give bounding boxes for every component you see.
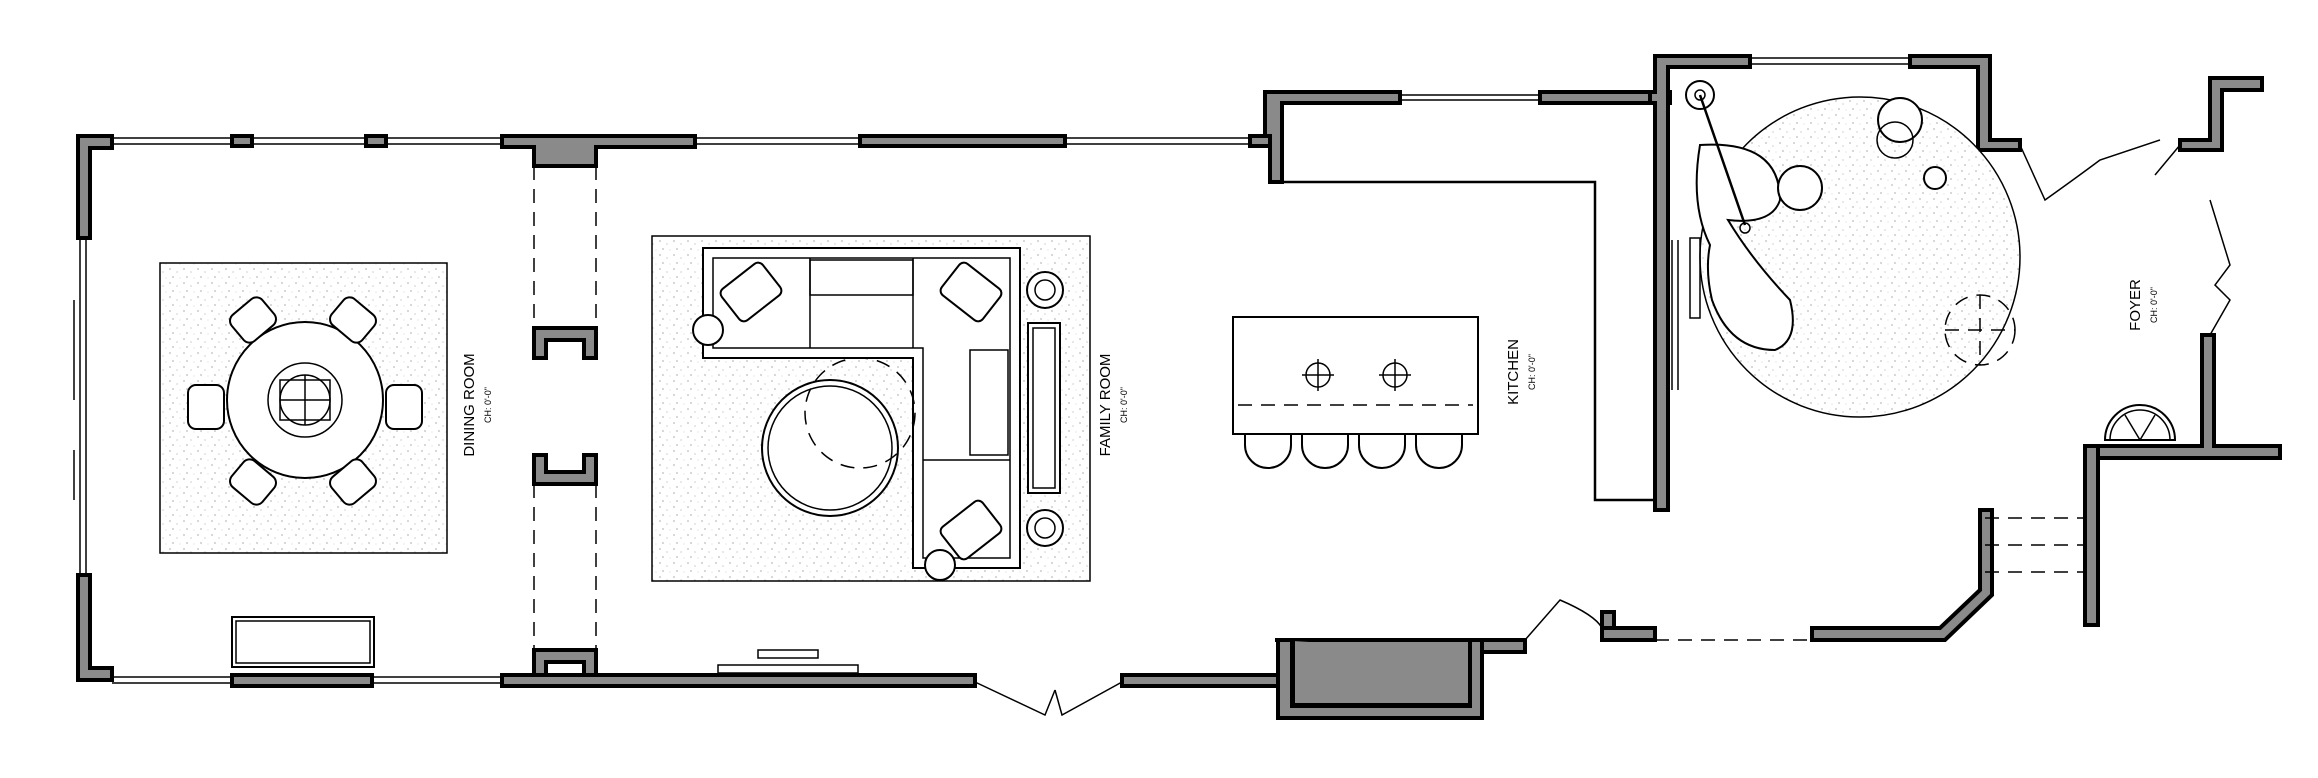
doors — [974, 139, 2231, 717]
bay-window — [2103, 404, 2177, 441]
tv-console — [717, 649, 859, 674]
foyer-furniture — [1685, 80, 2021, 418]
room-name: KITCHEN — [1505, 339, 1522, 405]
kitchen-island — [1232, 316, 1479, 469]
door-swing-icon — [974, 681, 1056, 717]
dashed-openings — [533, 166, 2085, 650]
room-name: FOYER — [2127, 279, 2144, 331]
ceiling-height: CH: 0'-0" — [483, 387, 493, 423]
floor-lamp-icon — [1026, 271, 1064, 309]
sideboard — [231, 616, 375, 668]
ceiling-height: CH: 0'-0" — [2149, 287, 2159, 323]
room-label-kitchen: KITCHEN CH: 0'-0" — [1505, 339, 1537, 405]
room-name: DINING ROOM — [461, 353, 478, 456]
room-label-foyer: FOYER CH: 0'-0" — [2127, 279, 2159, 331]
ceiling-light-icon — [1302, 359, 1334, 391]
ceiling-height: CH: 0'-0" — [1527, 354, 1537, 390]
room-label-family: FAMILY ROOM CH: 0'-0" — [1097, 354, 1129, 457]
ceiling-height: CH: 0'-0" — [1119, 387, 1129, 423]
windows — [73, 57, 1910, 684]
room-name: FAMILY ROOM — [1097, 354, 1114, 457]
living-set — [651, 235, 1091, 582]
room-label-dining: DINING ROOM CH: 0'-0" — [461, 353, 493, 456]
dining-set — [159, 262, 448, 554]
kitchen-counter — [1282, 180, 1655, 502]
